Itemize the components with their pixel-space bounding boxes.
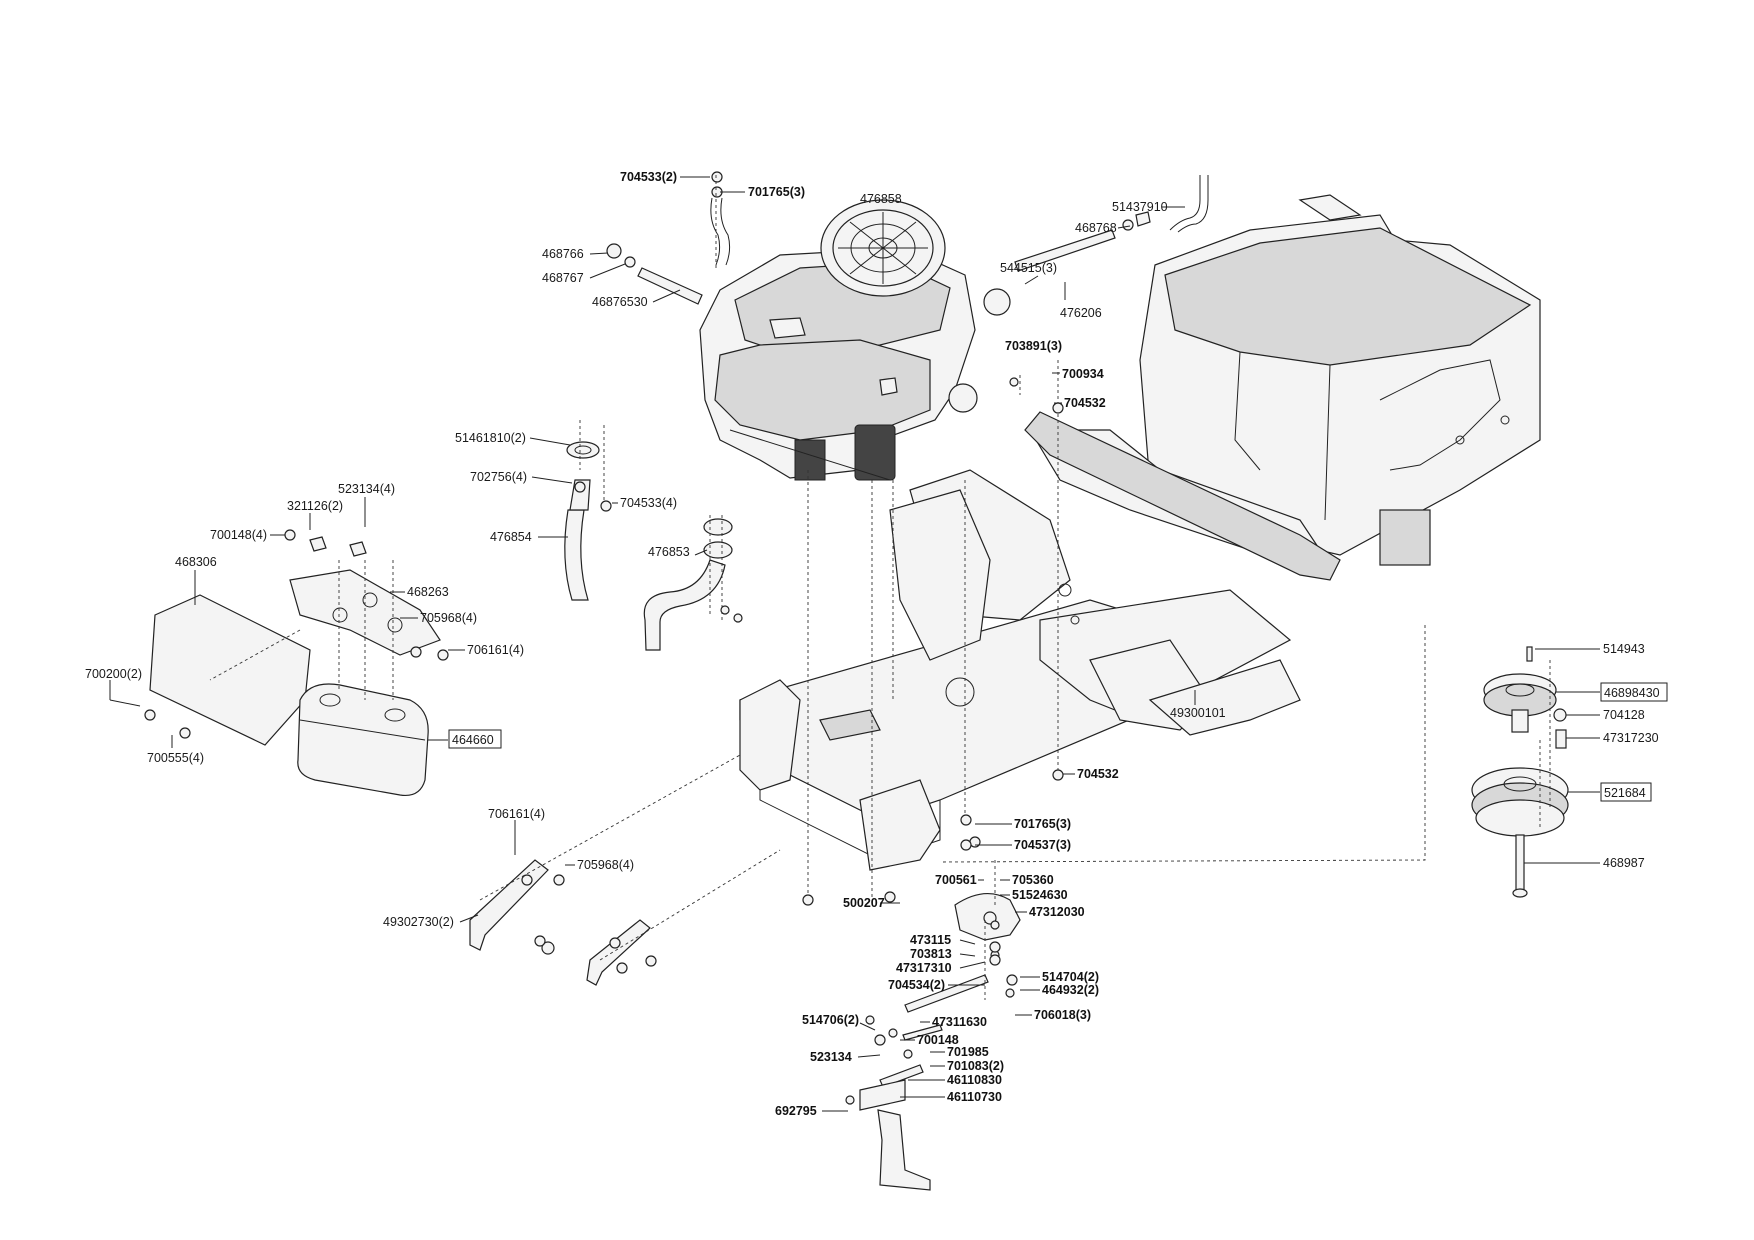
- label-704532-top: 704532: [1064, 396, 1106, 410]
- label-464932-2: 464932(2): [1042, 983, 1099, 997]
- label-468987: 468987: [1603, 856, 1645, 870]
- bracket-49302730: [469, 859, 657, 986]
- label-46898430: 46898430: [1604, 686, 1660, 700]
- label-701765-3-bottom: 701765(3): [1014, 817, 1071, 831]
- label-476858: 476858: [860, 192, 902, 206]
- label-476853: 476853: [648, 545, 690, 559]
- labels: 704533(2) 701765(3) 476858 51437910 4687…: [85, 170, 1668, 1118]
- spacer-47317230: [1555, 729, 1567, 749]
- label-705360: 705360: [1012, 873, 1054, 887]
- label-704537-3: 704537(3): [1014, 838, 1071, 852]
- label-46876530: 46876530: [592, 295, 648, 309]
- label-705968-4-bottom: 705968(4): [577, 858, 634, 872]
- label-704533-2: 704533(2): [620, 170, 677, 184]
- label-464660: 464660: [452, 733, 494, 747]
- label-700561: 700561: [935, 873, 977, 887]
- label-476206: 476206: [1060, 306, 1102, 320]
- label-700148-4: 700148(4): [210, 528, 267, 542]
- label-47312030: 47312030: [1029, 905, 1085, 919]
- pulley-46898430: [1483, 673, 1557, 733]
- clutch-521684: [1471, 767, 1569, 837]
- label-476854: 476854: [490, 530, 532, 544]
- label-704532-bottom: 704532: [1077, 767, 1119, 781]
- clutch-bolt-468987: [1512, 834, 1528, 898]
- label-46110830: 46110830: [947, 1073, 1002, 1087]
- label-47311630: 47311630: [932, 1015, 987, 1029]
- label-706018-3: 706018(3): [1034, 1008, 1091, 1022]
- fasteners: [144, 377, 1064, 1105]
- label-692795: 692795: [775, 1104, 817, 1118]
- label-468767: 468767: [542, 271, 584, 285]
- label-703891-3: 703891(3): [1005, 339, 1062, 353]
- label-321126-2: 321126(2): [287, 499, 343, 513]
- label-468306: 468306: [175, 555, 217, 569]
- label-49302730-2: 49302730(2): [383, 915, 454, 929]
- label-701765-3: 701765(3): [748, 185, 805, 199]
- label-700148: 700148: [917, 1033, 959, 1047]
- label-47317310: 47317310: [896, 961, 952, 975]
- label-473115: 473115: [910, 933, 951, 947]
- label-51524630: 51524630: [1012, 888, 1068, 902]
- heat-shield-468306: [149, 594, 311, 746]
- label-523134: 523134: [810, 1050, 852, 1064]
- label-704534-2: 704534(2): [888, 978, 945, 992]
- label-521684: 521684: [1604, 786, 1646, 800]
- label-702756-4: 702756(4): [470, 470, 527, 484]
- label-46110730: 46110730: [947, 1090, 1002, 1104]
- label-468768: 468768: [1075, 221, 1117, 235]
- label-51461810-2: 51461810(2): [455, 431, 526, 445]
- label-700934: 700934: [1062, 367, 1104, 381]
- frame-49300101: [739, 411, 1341, 871]
- label-47317230: 47317230: [1603, 731, 1659, 745]
- rear-housing: [1139, 194, 1541, 566]
- engine-fan-grill: [838, 212, 928, 284]
- label-51437910: 51437910: [1112, 200, 1168, 214]
- label-706161-4-bottom: 706161(4): [488, 807, 545, 821]
- label-523134-4: 523134(4): [338, 482, 395, 496]
- engine-476858: [699, 199, 1011, 481]
- label-703813: 703813: [910, 947, 952, 961]
- muffler-bracket-468263: [289, 536, 441, 656]
- fuel-line-parts: [606, 171, 1209, 305]
- label-514704-2: 514704(2): [1042, 970, 1099, 984]
- label-468766: 468766: [542, 247, 584, 261]
- label-514943: 514943: [1603, 642, 1645, 656]
- label-704128: 704128: [1603, 708, 1645, 722]
- label-500207: 500207: [843, 896, 885, 910]
- clutch-leader: [939, 625, 1426, 863]
- label-700200-2: 700200(2): [85, 667, 142, 681]
- label-701083-2: 701083(2): [947, 1059, 1004, 1073]
- label-705968-4-top: 705968(4): [420, 611, 477, 625]
- label-514706-2: 514706(2): [802, 1013, 859, 1027]
- muffler-464660: [297, 683, 429, 797]
- leader-lines: [209, 175, 1551, 1000]
- label-704533-4: 704533(4): [620, 496, 677, 510]
- label-49300101: 49300101: [1170, 706, 1226, 720]
- label-468263: 468263: [407, 585, 449, 599]
- washer-704128: [1553, 708, 1567, 722]
- label-701985: 701985: [947, 1045, 989, 1059]
- key-514943: [1526, 646, 1533, 662]
- linkage-rods: [859, 950, 1018, 1191]
- pivot-47312030: [954, 893, 1021, 941]
- label-544515-3: 544515(3): [1000, 261, 1057, 275]
- label-700555-4: 700555(4): [147, 751, 204, 765]
- label-706161-4-top: 706161(4): [467, 643, 524, 657]
